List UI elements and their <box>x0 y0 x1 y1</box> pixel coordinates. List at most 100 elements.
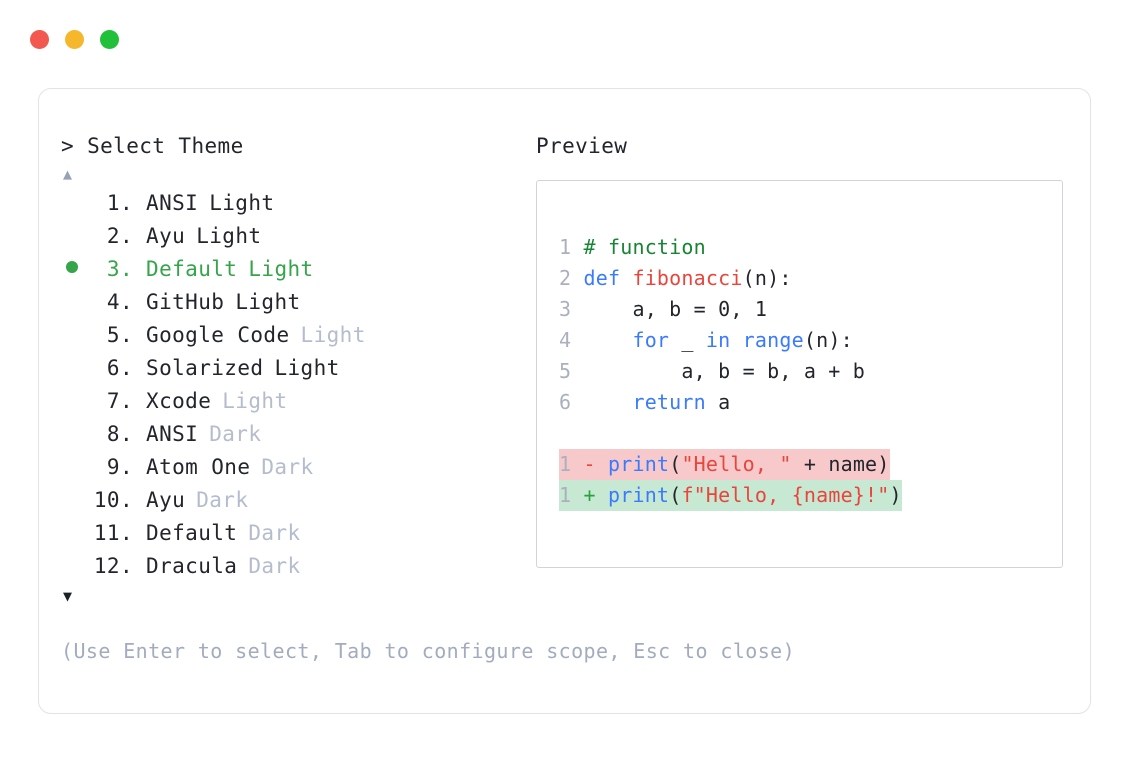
diff-marker: + <box>583 483 608 507</box>
line-number: 6 <box>559 390 584 414</box>
code-gap <box>559 418 1062 449</box>
scroll-up-arrow-icon[interactable]: ▲ <box>63 165 73 183</box>
theme-name: GitHub <box>133 290 225 314</box>
code-token-plain: ( <box>669 483 682 507</box>
diff-marker: - <box>583 452 608 476</box>
page-title-label <box>74 134 87 158</box>
code-token-string: "Hello, " <box>681 452 792 476</box>
close-button[interactable] <box>30 29 49 49</box>
theme-name: Xcode <box>133 389 212 413</box>
diff-line-content: 1 + print(f"Hello, {name}!") <box>559 480 902 511</box>
code-token-plain <box>583 328 632 352</box>
theme-variant: Light <box>274 356 340 380</box>
theme-index: 8. <box>106 422 133 446</box>
diff-line-add: 1 + print(f"Hello, {name}!") <box>559 480 1062 511</box>
minimize-button[interactable] <box>65 29 84 49</box>
theme-index: 12. <box>93 554 133 578</box>
line-number: 1 <box>559 483 584 507</box>
code-token-comment: # function <box>583 235 706 259</box>
prompt-caret-icon: > <box>61 134 75 158</box>
keyboard-hint-text: (Use Enter to select, Tab to configure s… <box>61 639 796 663</box>
code-token-keyword: def <box>583 266 633 290</box>
theme-name: Atom One <box>133 455 251 479</box>
theme-index: 5. <box>106 323 133 347</box>
theme-list-item[interactable]: 9. Atom One Dark <box>61 451 531 484</box>
theme-list-item[interactable]: 5. Google Code Light <box>61 319 531 352</box>
theme-variant: Light <box>222 389 288 413</box>
theme-variant: Dark <box>196 488 249 512</box>
diff-block: 1 - print("Hello, " + name)1 + print(f"H… <box>559 449 1062 511</box>
code-token-plain: ) <box>889 483 902 507</box>
preview-box: 1 # function 2 def fibonacci(n):3 a, b = … <box>536 180 1063 568</box>
scroll-down-arrow-icon[interactable]: ▼ <box>63 587 73 605</box>
theme-variant: Dark <box>261 455 314 479</box>
code-token-keyword: in <box>705 328 731 352</box>
theme-index: 11. <box>93 521 133 545</box>
diff-line-del: 1 - print("Hello, " + name) <box>559 449 1062 480</box>
theme-name: Default <box>133 521 238 545</box>
code-token-plain: + name) <box>791 452 890 476</box>
theme-list-item[interactable]: 3. Default Light <box>61 253 531 286</box>
maximize-button[interactable] <box>100 29 119 49</box>
selection-bullet-cell <box>61 253 91 286</box>
theme-index: 4. <box>106 290 133 314</box>
select-theme-label: Select Theme <box>87 134 244 158</box>
theme-name: ANSI <box>133 422 199 446</box>
theme-variant: Dark <box>248 554 301 578</box>
code-token-plain: _ <box>669 328 706 352</box>
page-title: > Select Theme <box>61 131 531 161</box>
theme-variant: Light <box>196 224 262 248</box>
code-token-plain <box>730 328 742 352</box>
theme-name: Google Code <box>133 323 290 347</box>
theme-name: ANSI <box>133 191 199 215</box>
theme-name: Ayu <box>133 488 186 512</box>
line-number: 1 <box>559 452 584 476</box>
theme-list-item[interactable]: 8. ANSI Dark <box>61 418 531 451</box>
code-token-keyword: return <box>632 390 706 414</box>
theme-variant: Dark <box>209 422 262 446</box>
code-line: 5 a, b = b, a + b <box>559 356 1062 387</box>
theme-index: 9. <box>106 455 133 479</box>
theme-list-item[interactable]: 11. Default Dark <box>61 517 531 550</box>
theme-variant: Light <box>300 323 366 347</box>
theme-variant: Light <box>209 191 275 215</box>
theme-list-item[interactable]: 4. GitHub Light <box>61 286 531 319</box>
preview-label: Preview <box>536 134 628 158</box>
line-number: 4 <box>559 328 584 352</box>
theme-variant: Dark <box>248 521 301 545</box>
window-titlebar <box>0 0 1129 78</box>
theme-list-item[interactable]: 10. Ayu Dark <box>61 484 531 517</box>
theme-name: Solarized <box>133 356 264 380</box>
theme-name: Dracula <box>133 554 238 578</box>
theme-index: 2. <box>106 224 133 248</box>
code-token-plain: (n): <box>803 328 853 352</box>
code-token-plain: a <box>705 390 731 414</box>
theme-index: 3. <box>106 257 133 281</box>
line-number: 2 <box>559 266 584 290</box>
theme-variant: Light <box>235 290 301 314</box>
code-line: 3 a, b = 0, 1 <box>559 294 1062 325</box>
theme-name: Default <box>133 257 238 281</box>
theme-variant: Light <box>248 257 314 281</box>
theme-list-item[interactable]: 7. Xcode Light <box>61 385 531 418</box>
line-number: 5 <box>559 359 584 383</box>
theme-list-item[interactable]: 12. Dracula Dark <box>61 550 531 583</box>
theme-index: 10. <box>93 488 133 512</box>
code-token-plain: (n): <box>742 266 792 290</box>
code-line: 6 return a <box>559 387 1062 418</box>
code-token-plain: a, b = 0, 1 <box>583 297 768 321</box>
code-line: 4 for _ in range(n): <box>559 325 1062 356</box>
traffic-light-group <box>30 29 119 49</box>
theme-index: 7. <box>106 389 133 413</box>
diff-line-content: 1 - print("Hello, " + name) <box>559 449 890 480</box>
code-token-builtin: range <box>742 328 804 352</box>
code-token-builtin: print <box>607 483 670 507</box>
code-line: 2 def fibonacci(n): <box>559 263 1062 294</box>
line-number: 1 <box>559 235 584 259</box>
